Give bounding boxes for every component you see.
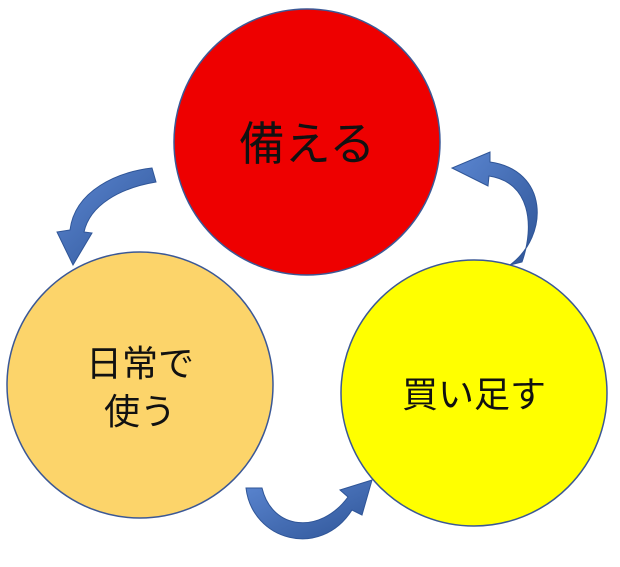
restock-circle — [340, 259, 608, 527]
curved-arrow-icon — [450, 151, 538, 266]
restock-label: 買い足す — [402, 375, 546, 416]
node-prepare: 備える — [173, 8, 441, 276]
curved-arrow-icon — [56, 167, 157, 267]
arrow-restock-to-prepare — [450, 151, 538, 266]
prepare-circle — [173, 8, 441, 276]
curved-arrow-icon — [245, 479, 373, 540]
daily-use-label-line1: 日常で — [86, 344, 194, 385]
daily-use-label-line2: 使う — [104, 392, 176, 433]
arrow-prepare-to-daily-use — [56, 167, 157, 267]
node-daily-use: 日常で 使う — [6, 251, 274, 519]
prepare-label: 備える — [239, 117, 376, 171]
daily-use-circle — [6, 251, 274, 519]
arrow-daily-use-to-restock — [245, 479, 373, 540]
node-restock: 買い足す — [340, 259, 608, 527]
